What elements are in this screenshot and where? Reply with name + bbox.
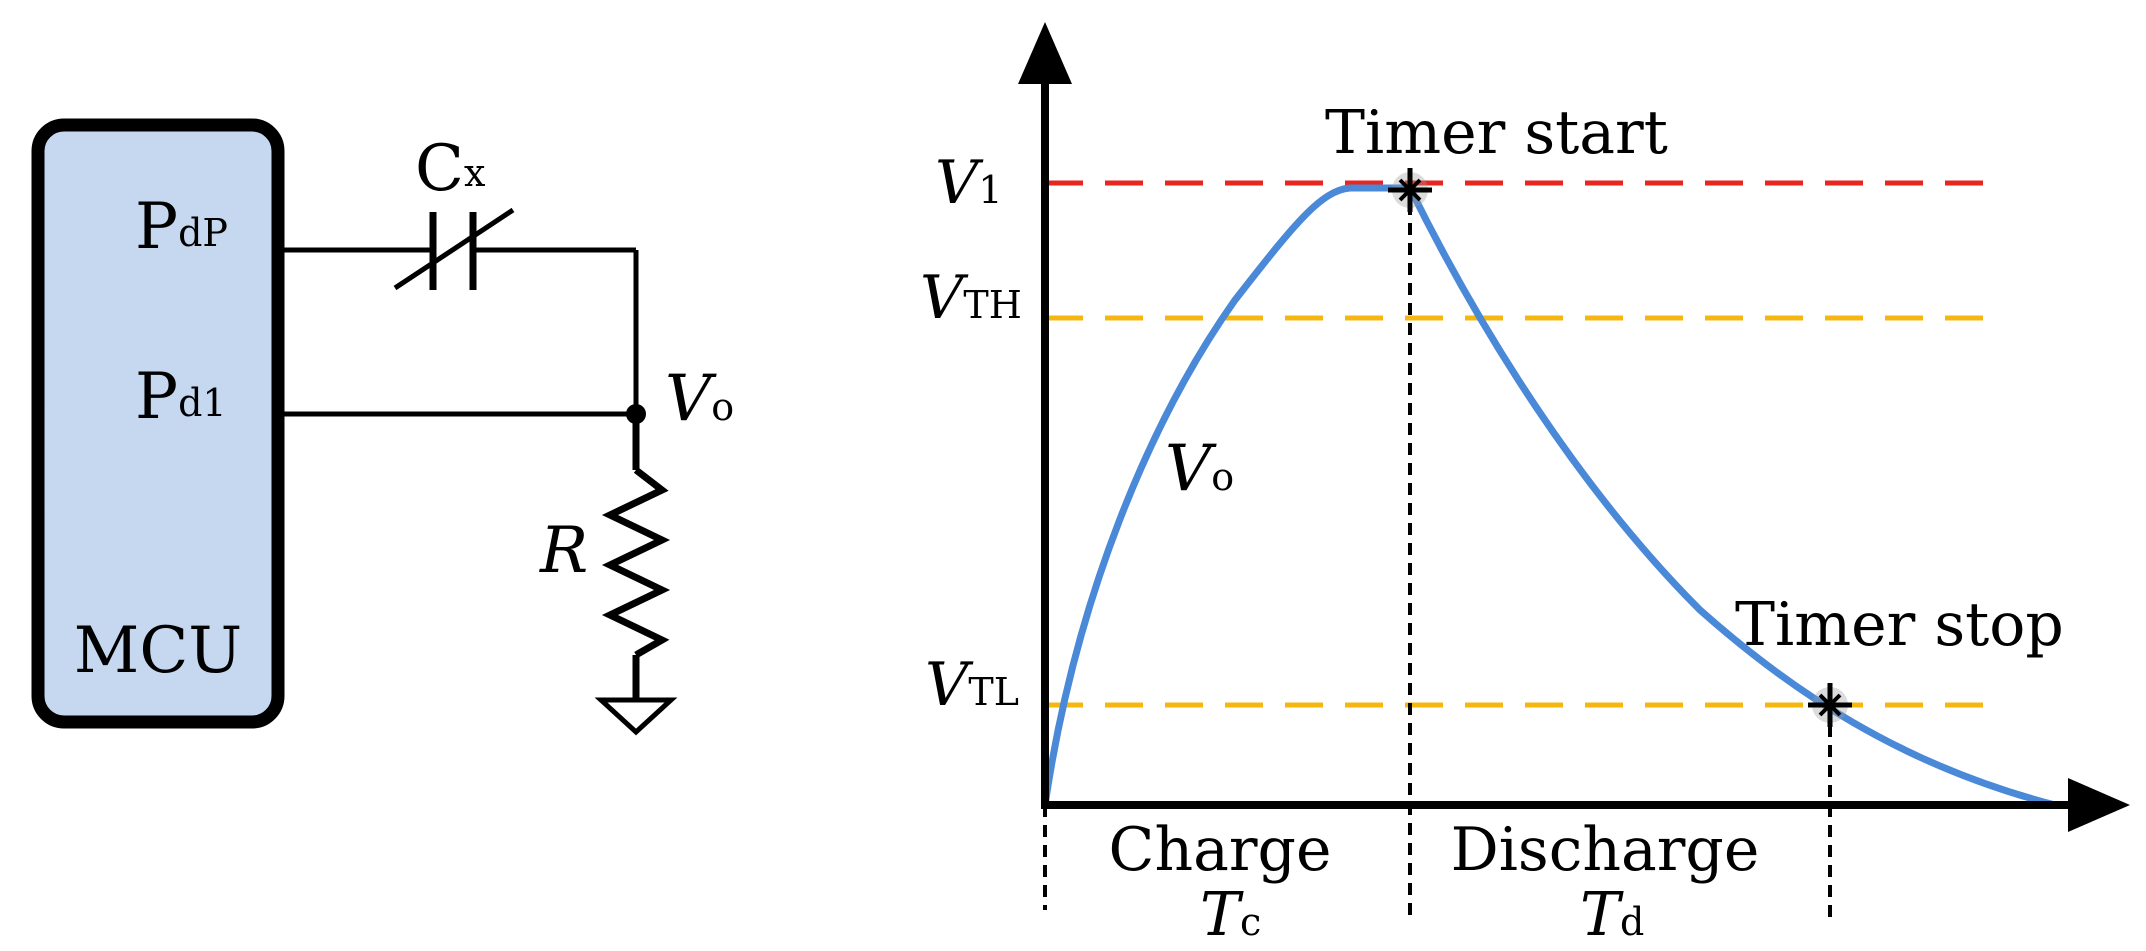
y-axis-arrow	[1018, 22, 1072, 84]
circuit-schematic: MCU PdP Pd1 Cx Vo	[31, 118, 734, 736]
mcu-block	[31, 118, 285, 729]
vtl-sub: TL	[968, 670, 1019, 714]
vo-curve	[1041, 184, 2056, 809]
time-markers	[1043, 183, 1832, 920]
timer-stop-marker	[1808, 683, 1852, 727]
v1-label: V1	[935, 148, 1003, 218]
capacitor-main: C	[415, 132, 464, 206]
discharge-t-main: T	[1580, 880, 1624, 950]
charge-t-label: Tc	[1200, 880, 1261, 950]
v1-sub: 1	[978, 168, 1002, 212]
waveform-graph: V1 VTH VTL Vo Timer start Timer stop Cha…	[920, 22, 2130, 950]
curve-vo-label: Vo	[1165, 432, 1234, 506]
vtl-label: VTL	[925, 650, 1019, 720]
vtl-main: V	[925, 650, 974, 720]
discharge-label: Discharge	[1451, 815, 1760, 885]
timer-start-label: Timer start	[1325, 98, 1668, 168]
timer-start-marker	[1388, 168, 1432, 212]
charge-t-sub: c	[1240, 900, 1261, 944]
pin-d1-main: P	[135, 360, 178, 434]
mcu-label: MCU	[74, 614, 242, 688]
curve-vo-main: V	[1165, 432, 1217, 506]
discharge-t-sub: d	[1620, 900, 1644, 944]
v1-main: V	[935, 148, 984, 218]
axes	[1018, 22, 2130, 832]
x-axis-arrow	[2068, 778, 2130, 832]
charge-label: Charge	[1109, 815, 1332, 885]
capacitor-symbol	[393, 207, 515, 291]
pin-d1-sub: d1	[178, 381, 227, 425]
discharge-t-label: Td	[1580, 880, 1644, 950]
node-vo-sub: o	[711, 385, 734, 429]
pin-dp-label: PdP	[135, 190, 228, 264]
resistor-symbol	[601, 414, 671, 700]
ground-symbol	[594, 697, 678, 736]
charge-t-main: T	[1200, 880, 1244, 950]
timer-stop-label: Timer stop	[1735, 590, 2064, 660]
node-vo-label: Vo	[665, 362, 734, 436]
capacitor-label: Cx	[415, 132, 485, 206]
curve-vo-sub: o	[1211, 455, 1234, 499]
pin-dp-sub: dP	[178, 211, 228, 255]
vth-main: V	[920, 263, 969, 333]
vth-sub: TH	[963, 283, 1021, 327]
node-vo-main: V	[665, 362, 717, 436]
wire-top	[283, 247, 639, 412]
pin-dp-main: P	[135, 190, 178, 264]
resistor-label: R	[539, 514, 588, 588]
vth-label: VTH	[920, 263, 1022, 333]
capacitor-sub: x	[464, 151, 485, 195]
pin-d1-label: Pd1	[135, 360, 227, 434]
